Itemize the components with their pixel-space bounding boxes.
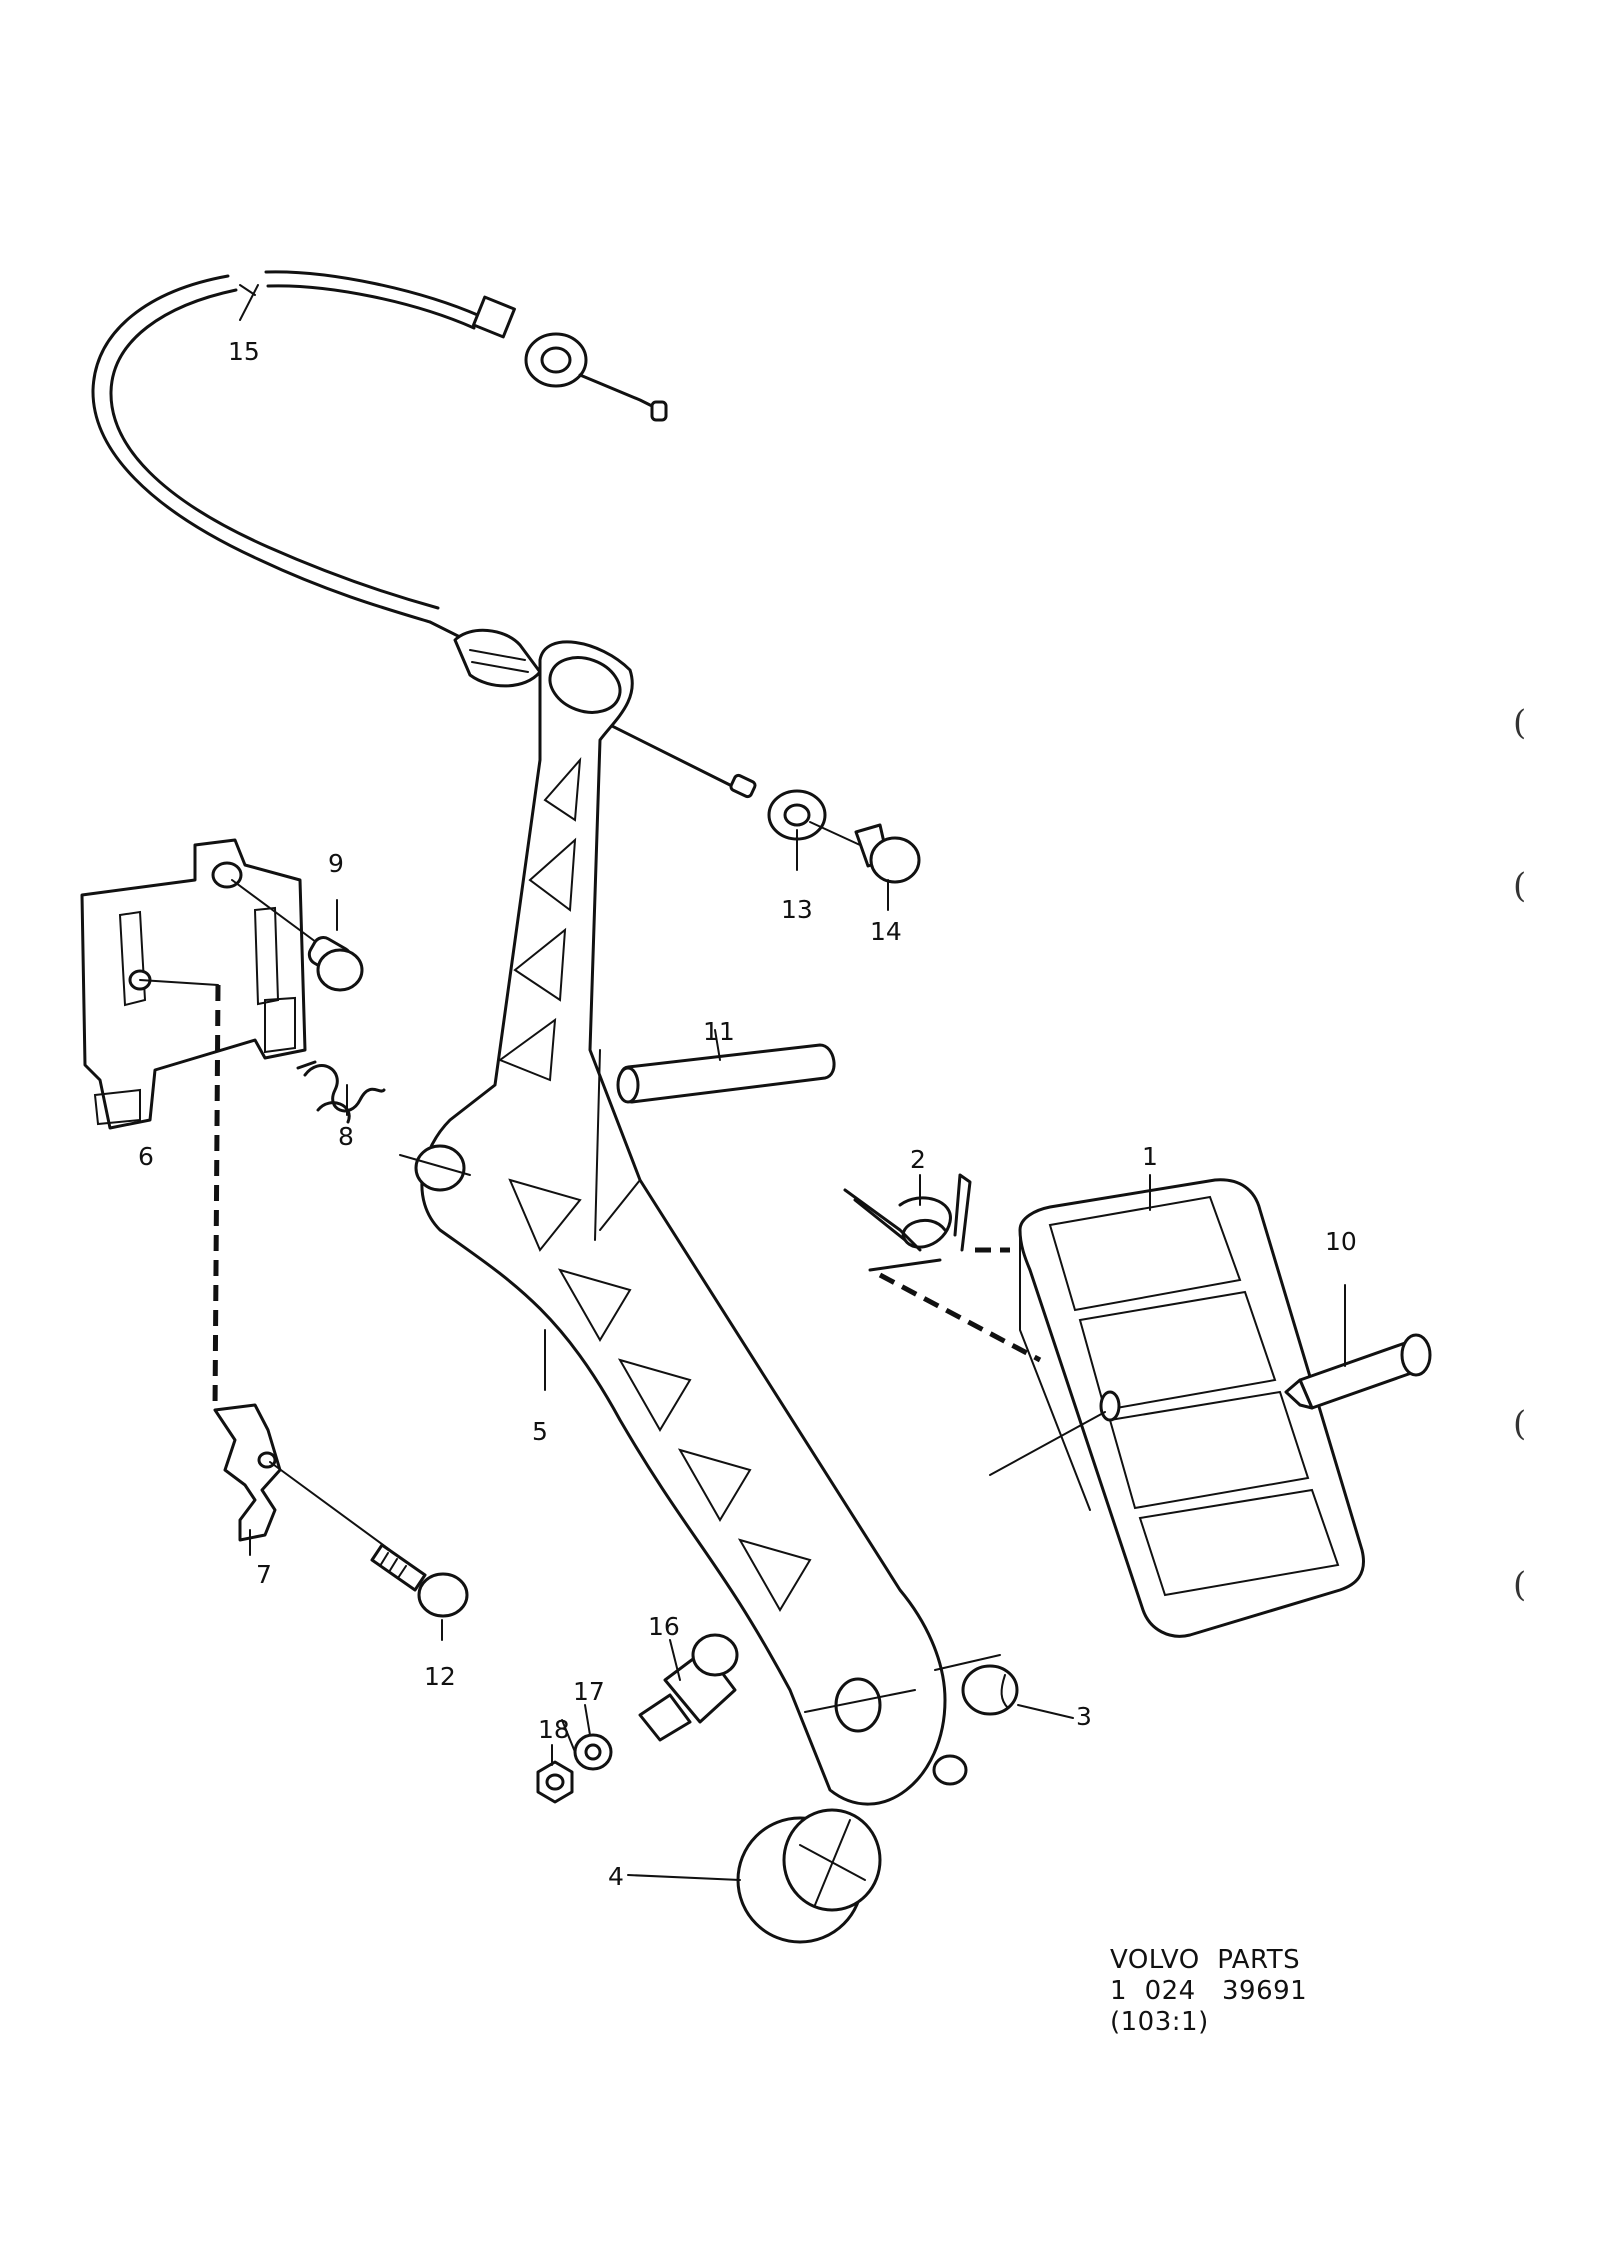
callout-labels: 1 2 3 4 5 6 7 8 9 10 11 12 13 14 15 16 1… xyxy=(138,337,1357,1891)
part-10-pin[interactable] xyxy=(1284,1284,1432,1410)
margin-marks: ( ( ( ( xyxy=(1513,703,1526,1605)
part-18-nut[interactable] xyxy=(536,1760,574,1804)
callout-7: 7 xyxy=(256,1560,272,1589)
callout-10: 10 xyxy=(1325,1227,1357,1256)
part-3-cap[interactable] xyxy=(961,1664,1074,1719)
callout-12: 12 xyxy=(424,1662,456,1691)
callout-9: 9 xyxy=(328,849,344,878)
callout-leaders xyxy=(239,284,1151,1766)
part-14-clip[interactable] xyxy=(809,821,921,911)
callout-3: 3 xyxy=(1076,1702,1092,1731)
callout-13: 13 xyxy=(781,895,813,924)
callout-18: 18 xyxy=(538,1715,570,1744)
callout-14: 14 xyxy=(870,917,902,946)
callout-11: 11 xyxy=(703,1017,735,1046)
margin-mark-4: ( xyxy=(1513,1565,1526,1605)
part-11-pivot-pin[interactable] xyxy=(616,1029,836,1104)
assembly-line-6-7 xyxy=(212,984,221,1411)
part-7-clip[interactable] xyxy=(213,1403,282,1542)
part-16-stop-screw[interactable] xyxy=(638,1633,739,1742)
part-1-pedal-pad[interactable] xyxy=(989,1178,1365,1638)
margin-mark-1: ( xyxy=(1513,703,1526,743)
part-8-torsion-spring[interactable] xyxy=(296,1060,386,1124)
callout-6: 6 xyxy=(138,1142,154,1171)
callout-4: 4 xyxy=(608,1862,624,1891)
leader-6 xyxy=(139,979,219,986)
footer-part-reference: VOLVO PARTS 1 024 39691 (103:1) xyxy=(1110,1945,1307,2038)
part-13-bushing[interactable] xyxy=(767,789,827,871)
callout-15: 15 xyxy=(228,337,260,366)
callout-5: 5 xyxy=(532,1417,548,1446)
assembly-line-2-1 xyxy=(878,1272,1042,1363)
callout-8: 8 xyxy=(338,1122,354,1151)
margin-mark-2: ( xyxy=(1513,866,1526,906)
part-5-pedal-lever[interactable] xyxy=(399,640,1001,1806)
footer-brand: VOLVO PARTS xyxy=(1110,1945,1301,1975)
part-17-washer[interactable] xyxy=(573,1733,613,1771)
part-15-accelerator-cable[interactable] xyxy=(91,270,757,799)
callout-2: 2 xyxy=(910,1145,926,1174)
margin-mark-3: ( xyxy=(1513,1404,1526,1444)
part-9-cap-screw[interactable] xyxy=(231,879,364,992)
callout-16: 16 xyxy=(648,1612,680,1641)
part-4-bumper[interactable] xyxy=(627,1808,882,1944)
part-12-screw[interactable] xyxy=(269,1461,469,1618)
footer-section-code: (103:1) xyxy=(1110,2007,1209,2037)
callout-17: 17 xyxy=(573,1677,605,1706)
part-2-pedal-spring[interactable] xyxy=(843,1173,972,1272)
callout-1: 1 xyxy=(1142,1142,1158,1171)
footer-part-number: 1 024 39691 xyxy=(1110,1976,1308,2006)
